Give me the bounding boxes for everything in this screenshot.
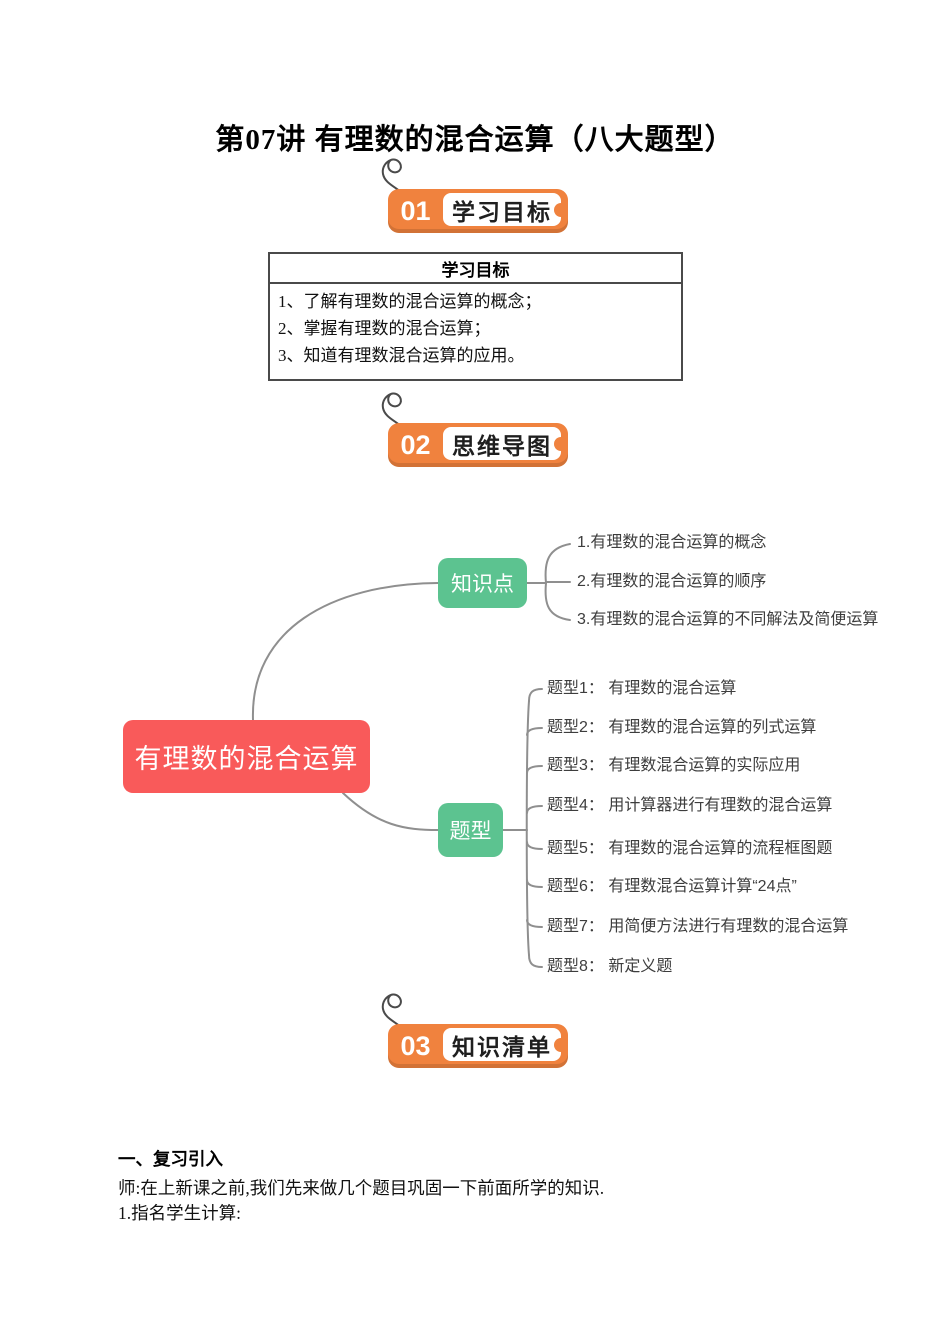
review-heading: 一、复习引入 <box>118 1149 223 1169</box>
ticket-notch-icon <box>554 436 568 451</box>
ticket-notch-icon <box>554 202 568 217</box>
badge-label: 知识清单 <box>452 1033 552 1060</box>
type-leaf: 题型5： 有理数的混合运算的流程框图题 <box>547 840 833 857</box>
section-badge-learning-goals: 01 学习目标 <box>381 158 568 233</box>
type-leaf: 题型4： 用计算器进行有理数的混合运算 <box>547 797 833 814</box>
badge-label: 思维导图 <box>452 432 552 459</box>
badge-label-area: 学习目标 <box>443 193 568 226</box>
connector-knowledge-leaf3 <box>544 582 571 621</box>
badge-number: 02 <box>400 429 431 460</box>
mindmap-connectors <box>251 543 571 968</box>
mindmap-branch-types: 题型 <box>438 803 503 857</box>
connector-type5 <box>526 841 543 850</box>
type-leaf: 题型8： 新定义题 <box>547 958 673 975</box>
section-badge-knowledge-list: 03 知识清单 <box>381 993 568 1068</box>
badge-label-area: 知识清单 <box>443 1028 568 1061</box>
mindmap-branch-knowledge: 知识点 <box>438 558 527 608</box>
connector-root-knowledge <box>251 582 439 721</box>
connector-type3 <box>526 765 543 774</box>
type-leaf: 题型7： 用简便方法进行有理数的混合运算 <box>547 918 849 935</box>
objectives-table-header: 学习目标 <box>270 254 681 284</box>
section-badge-mindmap: 02 思维导图 <box>381 392 568 467</box>
type-leaf: 题型3： 有理数混合运算的实际应用 <box>547 757 801 774</box>
knowledge-leaf: 3.有理数的混合运算的不同解法及简便运算 <box>577 611 879 628</box>
connector-knowledge-leaf1 <box>544 543 571 584</box>
review-section: 一、复习引入 师:在上新课之前,我们先来做几个题目巩固一下前面所学的知识. 1.… <box>118 1146 898 1226</box>
badge-label: 学习目标 <box>452 198 552 225</box>
review-line: 1.指名学生计算: <box>118 1203 241 1223</box>
knowledge-leaf: 1.有理数的混合运算的概念 <box>577 534 767 551</box>
page-title: 第07讲 有理数的混合运算（八大题型） <box>215 124 735 156</box>
type-leaf: 题型2： 有理数的混合运算的列式运算 <box>547 719 817 736</box>
connector-types-spine <box>525 700 530 956</box>
connector-type6 <box>526 879 543 888</box>
badge-number: 03 <box>400 1030 431 1061</box>
objectives-table-body: 1、了解有理数的混合运算的概念； 2、掌握有理数的混合运算； 3、知道有理数混合… <box>270 284 681 379</box>
objective-item: 2、掌握有理数的混合运算； <box>278 319 491 338</box>
badge-body: 02 思维导图 <box>388 423 568 467</box>
review-line: 师:在上新课之前,我们先来做几个题目巩固一下前面所学的知识. <box>118 1178 605 1198</box>
type-leaf: 题型6： 有理数混合运算计算“24点” <box>547 878 797 895</box>
objective-item: 1、了解有理数的混合运算的概念； <box>278 292 542 311</box>
connector-type2 <box>526 727 543 736</box>
type-leaf: 题型1： 有理数的混合运算 <box>547 680 737 697</box>
ticket-notch-icon <box>554 1037 568 1052</box>
badge-number: 01 <box>400 195 431 226</box>
badge-body: 01 学习目标 <box>388 189 568 233</box>
badge-body: 03 知识清单 <box>388 1024 568 1068</box>
objective-item: 3、知道有理数混合运算的应用。 <box>278 346 525 365</box>
connector-type7 <box>526 919 543 928</box>
connector-root-types <box>342 792 439 831</box>
connector-type4 <box>526 805 543 814</box>
connector-type1 <box>528 688 543 702</box>
knowledge-leaf: 2.有理数的混合运算的顺序 <box>577 573 767 590</box>
connector-type8 <box>528 954 543 968</box>
objectives-table: 学习目标 1、了解有理数的混合运算的概念； 2、掌握有理数的混合运算； 3、知道… <box>268 252 683 381</box>
badge-label-area: 思维导图 <box>443 427 568 460</box>
mindmap-root-node: 有理数的混合运算 <box>123 720 370 793</box>
